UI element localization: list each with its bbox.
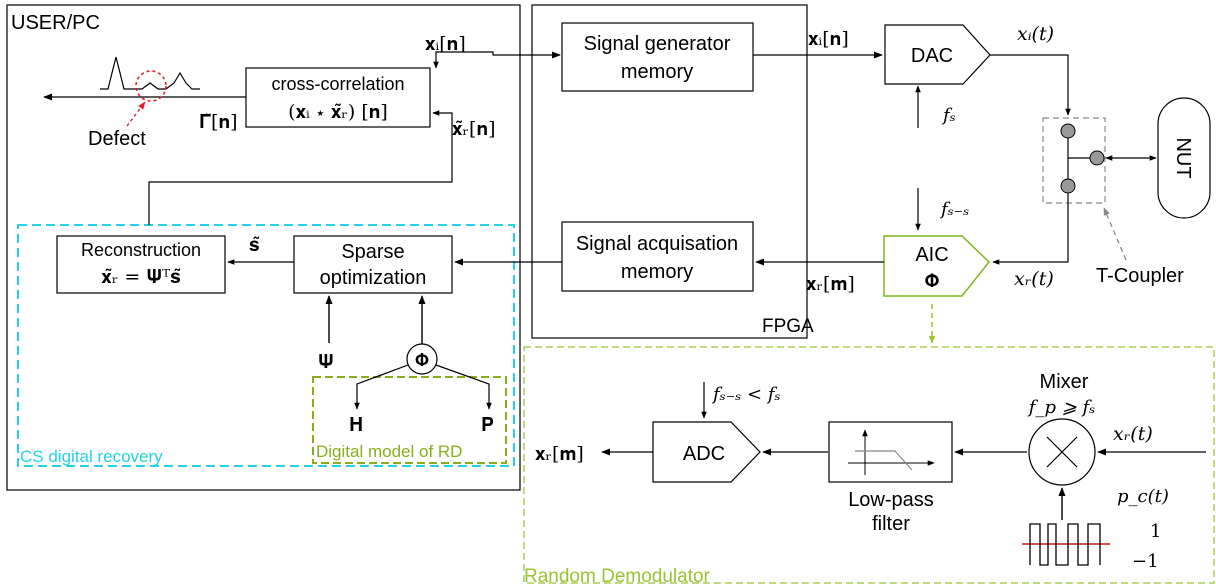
- nut-label: NUT: [1172, 137, 1194, 178]
- sigacq-line1: Signal acquisation: [576, 233, 738, 255]
- signal-acquisition-block: [561, 221, 754, 292]
- xi-to-crosscorr-arrow: [433, 51, 481, 69]
- reconstruction-formula: 𝐱̃ᵣ = 𝚿ᵀ𝐬̃: [101, 266, 180, 288]
- siggen-line1: Signal generator: [584, 33, 731, 55]
- sparse-line1: Sparse: [341, 241, 404, 263]
- aic-line2: 𝚽: [925, 270, 940, 292]
- dac-to-coupler-line: [990, 54, 1071, 116]
- coupler-node-right: [1089, 150, 1105, 166]
- phi-to-p-line: [435, 364, 492, 410]
- tcoupler-label: T-Coupler: [1096, 265, 1184, 287]
- fp-ge-fs-label: f_p ⩾ fₛ: [1027, 397, 1095, 418]
- coupler-to-aic-line: [992, 193, 1069, 265]
- adc-block: [652, 421, 761, 483]
- sparse-optimization-block: [293, 235, 453, 294]
- xr-n-label: 𝐱̃ᵣ[𝐧]: [452, 118, 496, 140]
- defect-label: Defect: [88, 128, 146, 150]
- xi-to-siggen-arrow: [481, 51, 561, 59]
- aic-block: [883, 235, 991, 297]
- cs-recovery-region: [17, 224, 515, 467]
- h-label: 𝐇: [349, 414, 363, 436]
- user-pc-region: [6, 4, 521, 491]
- phi-to-h-line: [354, 364, 409, 410]
- psi-label: 𝚿: [318, 351, 334, 373]
- digital-model-region: [312, 376, 507, 464]
- cross-correlation-title: cross-correlation: [271, 74, 404, 94]
- random-demodulator-label: Random Demodulator: [524, 566, 711, 587]
- lpf-response: [855, 450, 913, 471]
- t-coupler-box: [1042, 117, 1106, 204]
- fpga-label: FPGA: [762, 316, 814, 337]
- fss-lt-fs-label: fₛ₋ₛ < fₛ: [711, 384, 781, 405]
- mixer-label: Mixer: [1040, 371, 1089, 393]
- cs-recovery-label: CS digital recovery: [20, 447, 163, 466]
- correlation-waveform: [100, 56, 200, 90]
- pc-t-label: p_c(t): [1117, 486, 1169, 507]
- lowpass-filter-block: [828, 421, 953, 483]
- xr-to-crosscorr-arrow: [148, 110, 453, 225]
- dac-label: DAC: [911, 45, 953, 67]
- siggen-line2: memory: [621, 61, 693, 83]
- xr-t-in-label: xᵣ(t): [1113, 423, 1153, 445]
- lowpass-line2: filter: [872, 513, 910, 535]
- level-one-label: 1: [1150, 521, 1161, 542]
- cross-correlation-block: [245, 67, 431, 128]
- tcoupler-pointer: [1103, 207, 1127, 261]
- aic-line1: AIC: [915, 244, 948, 266]
- fpga-region: [531, 4, 808, 339]
- dac-block: [884, 24, 991, 85]
- user-pc-label: USER/PC: [11, 12, 100, 34]
- signal-generator-block: [561, 22, 754, 92]
- sigacq-line2: memory: [621, 261, 693, 283]
- xi-n-top-label: 𝐱ᵢ[𝐧]: [425, 33, 466, 55]
- fss-label: fₛ₋ₛ: [939, 199, 969, 220]
- p-label: 𝐏: [481, 414, 494, 436]
- chipping-sequence: [1029, 523, 1101, 566]
- reconstruction-block: [56, 235, 226, 294]
- xr-t-label: xᵣ(t): [1014, 268, 1054, 290]
- fs-label: fₛ: [941, 105, 956, 126]
- mixer-cross-b: [1046, 436, 1078, 468]
- adc-label: ADC: [683, 443, 725, 465]
- xi-t-label: xᵢ(t): [1017, 23, 1054, 45]
- nut-block: [1157, 97, 1211, 219]
- coupler-node-top: [1060, 123, 1076, 139]
- xi-n-fpga-label: 𝐱ᵢ[𝐧]: [808, 28, 849, 50]
- phi-label: 𝚽: [415, 350, 429, 371]
- cross-correlation-formula: (𝐱ᵢ ⋆ 𝐱̃ᵣ) [𝐧]: [288, 101, 388, 123]
- reconstruction-title: Reconstruction: [81, 240, 201, 260]
- phi-node: [406, 343, 438, 375]
- gamma-label: 𝚪̃[𝐧]: [199, 111, 238, 133]
- xr-m-out-label: 𝐱ᵣ[𝐦]: [535, 443, 584, 465]
- xr-m-label: 𝐱ᵣ[𝐦]: [806, 273, 855, 295]
- random-demodulator-region: [523, 346, 1215, 584]
- lowpass-line1: Low-pass: [848, 489, 934, 511]
- defect-pointer: [126, 101, 146, 127]
- sparse-line2: optimization: [320, 267, 427, 289]
- coupler-node-bottom: [1060, 178, 1076, 194]
- defect-marker-icon: [135, 70, 167, 102]
- s-tilde-label: 𝐬̃: [249, 234, 260, 256]
- digital-model-label: Digital model of RD: [316, 442, 462, 461]
- level-minus-one-label: −1: [1132, 551, 1159, 572]
